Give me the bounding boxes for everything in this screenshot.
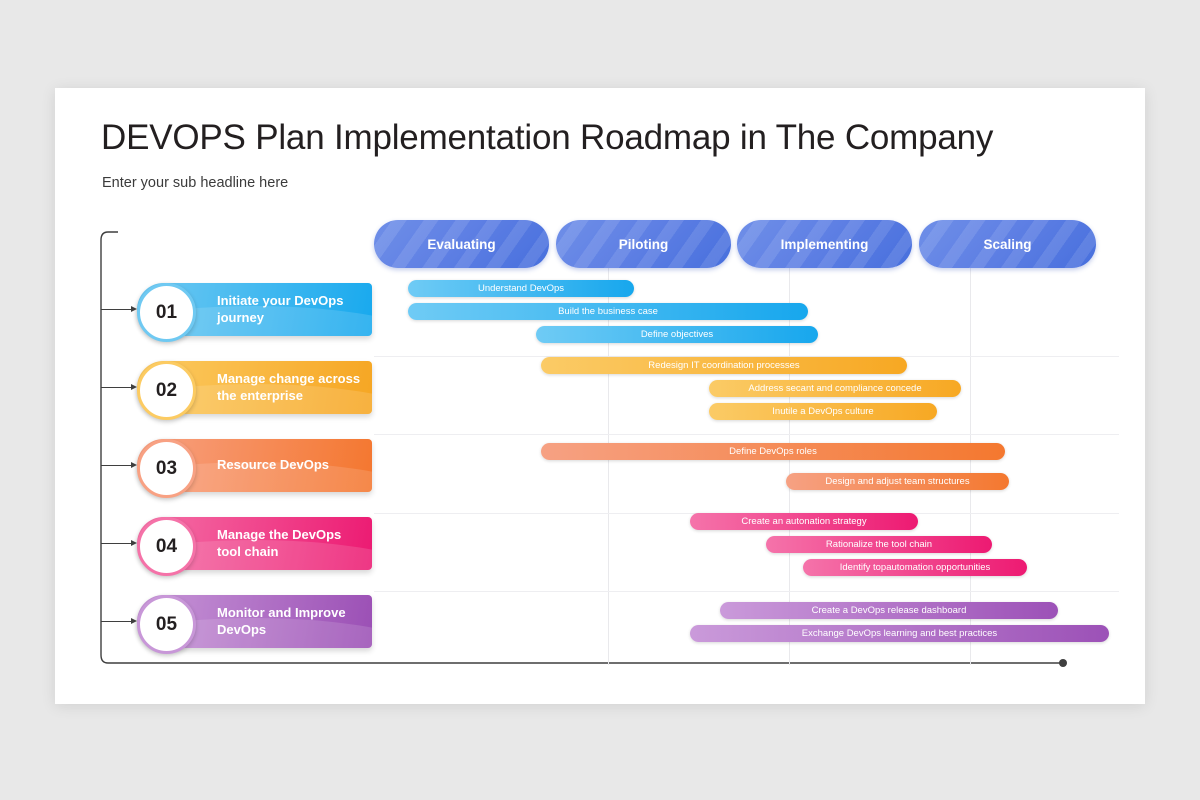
row-connector-arrow-04 xyxy=(131,540,137,546)
row-connector-line-03 xyxy=(101,465,131,466)
phase-header-label: Evaluating xyxy=(427,236,496,252)
task-bar[interactable]: Redesign IT coordination processes xyxy=(541,357,907,374)
task-bar-label: Create an autonation strategy xyxy=(741,516,867,527)
task-bar[interactable]: Address secant and compliance concede xyxy=(709,380,961,397)
task-bar[interactable]: Design and adjust team structures xyxy=(786,473,1009,490)
task-bar[interactable]: Understand DevOps xyxy=(408,280,634,297)
task-bar[interactable]: Define DevOps roles xyxy=(541,443,1005,460)
row-label-text: Initiate your DevOps journey xyxy=(217,293,344,325)
row-number-text: 05 xyxy=(155,613,178,635)
grid-hline-3 xyxy=(374,591,1119,592)
row-connector-line-02 xyxy=(101,387,131,388)
row-label-text: Manage the DevOps tool chain xyxy=(217,527,342,559)
phase-header-piloting[interactable]: Piloting xyxy=(556,220,731,268)
page-title: DEVOPS Plan Implementation Roadmap in Th… xyxy=(101,118,994,157)
row-number-badge-02: 02 xyxy=(137,361,196,420)
task-bar-label: Define DevOps roles xyxy=(729,446,817,457)
row-connector-arrow-02 xyxy=(131,384,137,390)
row-number-badge-03: 03 xyxy=(137,439,196,498)
task-bar-label: Design and adjust team structures xyxy=(825,476,970,487)
task-bar-label: Define objectives xyxy=(640,329,714,340)
task-bar-label: Redesign IT coordination processes xyxy=(648,360,800,371)
row-label-text: Manage change across the enterprise xyxy=(217,371,361,403)
row-label-text: Monitor and Improve DevOps xyxy=(217,605,346,637)
task-bar[interactable]: Inutile a DevOps culture xyxy=(709,403,937,420)
page-subtitle: Enter your sub headline here xyxy=(102,175,289,191)
task-bar-label: Understand DevOps xyxy=(477,283,565,294)
phase-header-implementing[interactable]: Implementing xyxy=(737,220,912,268)
grid-hline-0 xyxy=(374,356,1119,357)
task-bar-label: Rationalize the tool chain xyxy=(825,539,933,550)
grid-hline-1 xyxy=(374,434,1119,435)
task-bar-label: Identify topautomation opportunities xyxy=(839,562,991,573)
row-connector-arrow-03 xyxy=(131,462,137,468)
task-bar[interactable]: Create an autonation strategy xyxy=(690,513,918,530)
task-bar-label: Exchange DevOps learning and best practi… xyxy=(801,628,998,639)
phase-header-evaluating[interactable]: Evaluating xyxy=(374,220,549,268)
task-bar-label: Address secant and compliance concede xyxy=(748,383,922,394)
phase-header-scaling[interactable]: Scaling xyxy=(919,220,1096,268)
roadmap-bracket xyxy=(100,231,1060,664)
slide-canvas: DEVOPS Plan Implementation Roadmap in Th… xyxy=(55,88,1145,704)
task-bar[interactable]: Define objectives xyxy=(536,326,818,343)
phase-header-label: Implementing xyxy=(780,236,869,252)
row-connector-line-05 xyxy=(101,621,131,622)
row-number-text: 01 xyxy=(155,301,178,323)
task-bar[interactable]: Create a DevOps release dashboard xyxy=(720,602,1058,619)
row-number-text: 04 xyxy=(155,535,178,557)
task-bar[interactable]: Build the business case xyxy=(408,303,808,320)
row-number-badge-04: 04 xyxy=(137,517,196,576)
task-bar-label: Create a DevOps release dashboard xyxy=(811,605,967,616)
task-bar[interactable]: Rationalize the tool chain xyxy=(766,536,992,553)
task-bar[interactable]: Identify topautomation opportunities xyxy=(803,559,1027,576)
task-bar[interactable]: Exchange DevOps learning and best practi… xyxy=(690,625,1109,642)
row-connector-arrow-01 xyxy=(131,306,137,312)
row-number-text: 02 xyxy=(155,379,178,401)
task-bar-label: Inutile a DevOps culture xyxy=(772,406,874,417)
row-number-text: 03 xyxy=(155,457,178,479)
task-bar-label: Build the business case xyxy=(558,306,658,317)
row-connector-line-04 xyxy=(101,543,131,544)
phase-header-label: Scaling xyxy=(983,236,1032,252)
row-number-badge-01: 01 xyxy=(137,283,196,342)
phase-header-label: Piloting xyxy=(618,236,669,252)
row-label-text: Resource DevOps xyxy=(217,457,329,473)
row-number-badge-05: 05 xyxy=(137,595,196,654)
row-connector-line-01 xyxy=(101,309,131,310)
row-connector-arrow-05 xyxy=(131,618,137,624)
timeline-end-dot xyxy=(1059,659,1067,667)
